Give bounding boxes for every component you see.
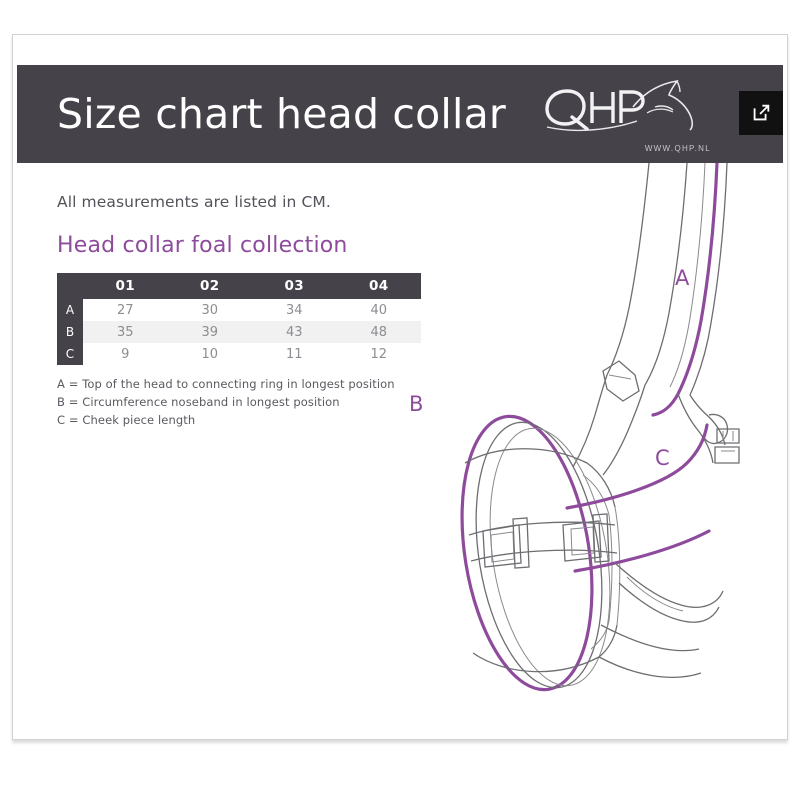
cell-c-04: 12 <box>336 343 421 365</box>
size-table-head: 01 02 03 04 <box>57 273 421 299</box>
table-row: C 9 10 11 12 <box>57 343 421 365</box>
external-link-icon <box>753 104 770 121</box>
measurement-legend: A = Top of the head to connecting ring i… <box>57 375 395 429</box>
size-table-header-row: 01 02 03 04 <box>57 273 421 299</box>
diagram-label-c: C <box>655 446 670 470</box>
cell-c-01: 9 <box>83 343 168 365</box>
cell-b-01: 35 <box>83 321 168 343</box>
diagram-label-b: B <box>409 392 423 416</box>
brand-website-url: WWW.QHP.NL <box>644 144 711 153</box>
table-row: B 35 39 43 48 <box>57 321 421 343</box>
cell-a-01: 27 <box>83 299 168 321</box>
halter-illustration-icon: B A C <box>409 163 740 692</box>
head-collar-diagram: B A C <box>387 163 783 723</box>
legend-item-a: A = Top of the head to connecting ring i… <box>57 377 395 391</box>
cell-b-03: 43 <box>252 321 337 343</box>
size-table-corner-cell <box>57 273 83 299</box>
cell-c-02: 10 <box>167 343 252 365</box>
size-chart-card: Size chart head collar <box>12 34 788 740</box>
cell-c-03: 11 <box>252 343 337 365</box>
legend-item-b: B = Circumference noseband in longest po… <box>57 395 340 409</box>
size-table: 01 02 03 04 A 27 30 34 40 B <box>57 273 421 365</box>
size-table-col-03: 03 <box>284 278 305 294</box>
section-heading: Head collar foal collection <box>57 233 348 258</box>
size-table-row-label-a: A <box>57 299 83 321</box>
measurement-unit-note: All measurements are listed in CM. <box>57 193 331 211</box>
size-chart-inner: Size chart head collar <box>17 39 783 735</box>
document-header-bar: Size chart head collar <box>17 65 783 163</box>
document-body: All measurements are listed in CM. Head … <box>17 163 783 735</box>
cell-a-02: 30 <box>167 299 252 321</box>
cell-b-02: 39 <box>167 321 252 343</box>
legend-item-c: C = Cheek piece length <box>57 413 196 427</box>
page-title: Size chart head collar <box>57 90 506 138</box>
external-link-button[interactable] <box>739 91 783 135</box>
size-table-col-04: 04 <box>368 278 389 294</box>
size-table-body: A 27 30 34 40 B 35 39 43 48 C <box>57 299 421 365</box>
cell-b-04: 48 <box>336 321 421 343</box>
size-table-col-02: 02 <box>199 278 220 294</box>
size-table-col-01: 01 <box>115 278 136 294</box>
qhp-horse-logo-icon <box>545 79 694 132</box>
size-table-row-label-c: C <box>57 343 83 365</box>
cell-a-03: 34 <box>252 299 337 321</box>
size-table-row-label-b: B <box>57 321 83 343</box>
cell-a-04: 40 <box>336 299 421 321</box>
table-row: A 27 30 34 40 <box>57 299 421 321</box>
diagram-label-a: A <box>675 266 690 290</box>
brand-logo: WWW.QHP.NL <box>537 77 717 153</box>
